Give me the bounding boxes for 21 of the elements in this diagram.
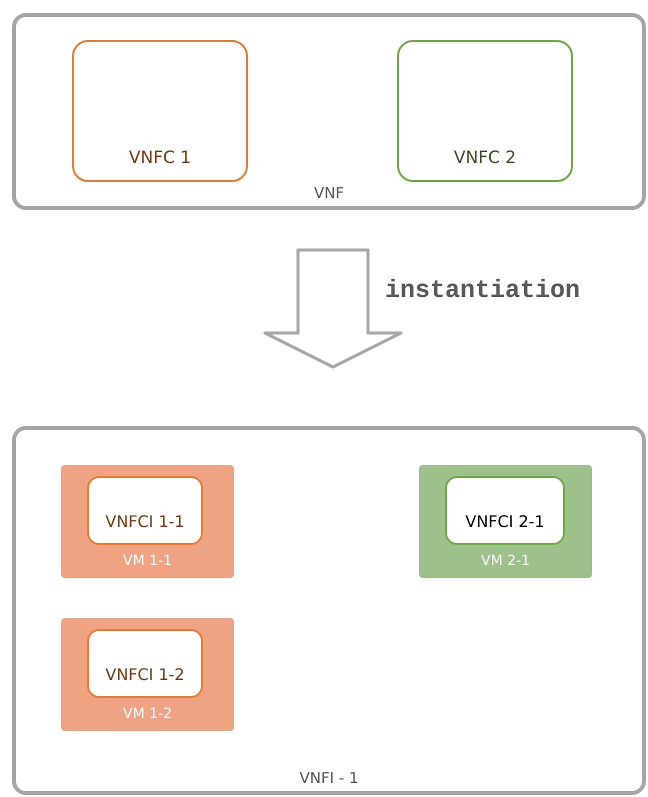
container-label: VNFI - 1 [298,769,360,787]
instance-box [87,476,203,545]
vm-label: VM 1-2 [122,706,173,723]
vm-box [419,465,592,578]
instance-box [445,476,565,545]
vm-box [61,465,234,578]
block-arrow [264,248,402,368]
instance-label: VNFCI 1-2 [104,664,186,684]
instance-label: VNFCI 2-1 [464,512,546,531]
container-label: VNF [312,184,346,202]
component-box [72,40,248,182]
vm-label: VM 2-1 [480,553,531,570]
container-box [12,426,646,795]
vm-box [61,618,234,731]
vm-label: VM 1-1 [122,553,173,570]
component-box [397,40,573,182]
component-label: VNFC 1 [128,148,192,168]
component-label: VNFC 2 [452,148,518,168]
instance-box [87,629,203,698]
instance-label: VNFCI 1-1 [104,512,186,531]
container-box [12,13,646,210]
